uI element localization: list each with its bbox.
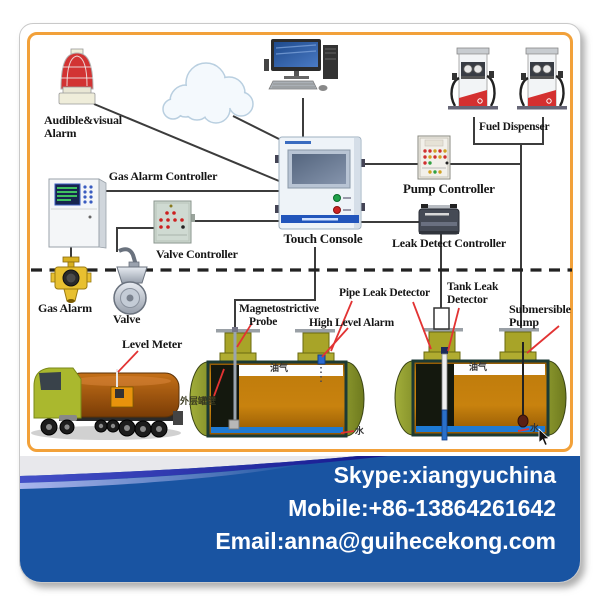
fuel-dispenser-1 bbox=[446, 46, 500, 111]
leak-detect-controller-device bbox=[418, 204, 460, 235]
network-cloud bbox=[162, 62, 254, 124]
label-audible-visual-alarm: Audible&visual Alarm bbox=[44, 113, 122, 140]
label-fuel-dispenser: Fuel Dispenser bbox=[479, 121, 550, 133]
label-pump-controller: Pump Controller bbox=[403, 181, 495, 196]
label-oil-gas-tank1: 油气 bbox=[270, 364, 289, 374]
gas-alarm-controller-device bbox=[48, 178, 107, 249]
gas-alarm-device bbox=[50, 256, 92, 303]
orange-frame bbox=[27, 32, 573, 452]
label-water-tank2: 水 bbox=[530, 424, 540, 434]
infographic-card: Audible&visual Alarm Gas Alarm Controlle… bbox=[19, 23, 581, 583]
touch-console-device bbox=[275, 136, 365, 230]
monitoring-computer bbox=[264, 39, 338, 91]
label-valve-controller: Valve Controller bbox=[156, 247, 238, 261]
label-gas-alarm-controller: Gas Alarm Controller bbox=[108, 169, 218, 183]
band-swoosh bbox=[20, 456, 388, 489]
label-pipe-leak-detector: Pipe Leak Detector bbox=[339, 287, 430, 299]
contact-mobile: Mobile:+86-13864261642 bbox=[288, 495, 556, 521]
label-water-tank1: 水 bbox=[355, 427, 365, 437]
pump-controller-device bbox=[417, 135, 451, 180]
tanker-truck bbox=[31, 367, 183, 440]
cursor-icon bbox=[538, 428, 550, 446]
label-valve: Valve bbox=[113, 312, 141, 326]
valve-controller-device bbox=[153, 200, 195, 244]
label-submersible-pump: Submersible Pump bbox=[509, 302, 571, 329]
contact-email: Email:anna@guihecekong.com bbox=[215, 528, 556, 554]
label-level-meter: Level Meter bbox=[122, 337, 183, 351]
label-magnetostrictive-probe: Magnetostrictive Probe bbox=[239, 303, 319, 328]
fuel-tank-1 bbox=[189, 327, 365, 438]
fuel-dispenser-2 bbox=[515, 46, 569, 111]
label-outer-tank-wall: 外层罐壁 bbox=[180, 397, 217, 407]
valve-device bbox=[113, 247, 148, 315]
label-touch-console: Touch Console bbox=[283, 231, 363, 246]
pointer-lines bbox=[117, 300, 560, 434]
label-high-level-alarm: High Level Alarm bbox=[309, 317, 394, 329]
label-oil-gas-tank2: 油气 bbox=[469, 363, 488, 373]
label-tank-leak-detector: Tank Leak Detector bbox=[447, 281, 499, 306]
label-gas-alarm: Gas Alarm bbox=[38, 301, 92, 315]
label-leak-detect-controller: Leak Detect Controller bbox=[392, 236, 507, 250]
audible-visual-alarm-device bbox=[58, 48, 96, 105]
fuel-tank-2 bbox=[394, 307, 567, 441]
contact-band: Skype:xiangyuchina Mobile:+86-1386426164… bbox=[20, 456, 580, 582]
diagram-graphics bbox=[31, 39, 572, 446]
diagram-area: Audible&visual Alarm Gas Alarm Controlle… bbox=[20, 24, 580, 456]
contact-skype: Skype:xiangyuchina bbox=[333, 462, 556, 488]
